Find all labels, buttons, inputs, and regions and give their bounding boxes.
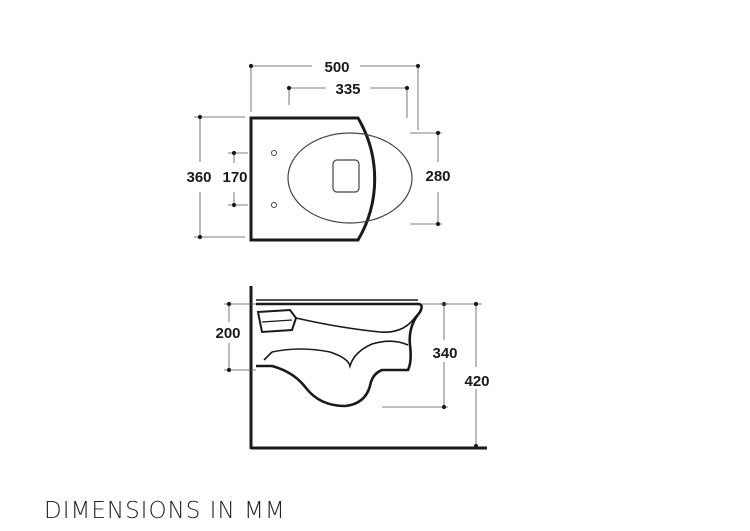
bowl-profile [295, 315, 417, 333]
dimension-335-label: 335 [335, 81, 360, 98]
dimension-420: 420 [440, 301, 490, 449]
dimension-170: 170 [222, 150, 248, 208]
dimensions-caption: DIMENSIONS IN MM [44, 498, 286, 524]
dimension-340-label: 340 [432, 345, 457, 362]
trap-curve [271, 340, 409, 370]
mounting-hole-top [271, 150, 277, 156]
dimension-420-label: 420 [464, 373, 489, 390]
side-view-body [256, 302, 423, 408]
seat-hinge [256, 308, 298, 334]
dimension-335: 335 [286, 81, 410, 118]
dimension-280-label: 280 [425, 168, 450, 185]
top-view-outline [249, 116, 377, 242]
top-view: 500 335 360 170 [186, 59, 451, 242]
dimension-340: 340 [382, 301, 458, 410]
dimension-360-label: 360 [186, 169, 211, 186]
dimension-280: 280 [410, 130, 451, 227]
side-view: 200 340 420 [215, 286, 490, 450]
dimension-500: 500 [248, 59, 421, 130]
drain-outlet [332, 159, 360, 193]
dimension-170-label: 170 [222, 169, 247, 186]
dimension-500-label: 500 [324, 59, 349, 76]
mounting-hole-bottom [271, 202, 277, 208]
dimension-360: 360 [186, 114, 245, 240]
dimension-200-label: 200 [215, 325, 240, 342]
dimension-200: 200 [215, 301, 256, 373]
bowl-opening [287, 132, 413, 224]
